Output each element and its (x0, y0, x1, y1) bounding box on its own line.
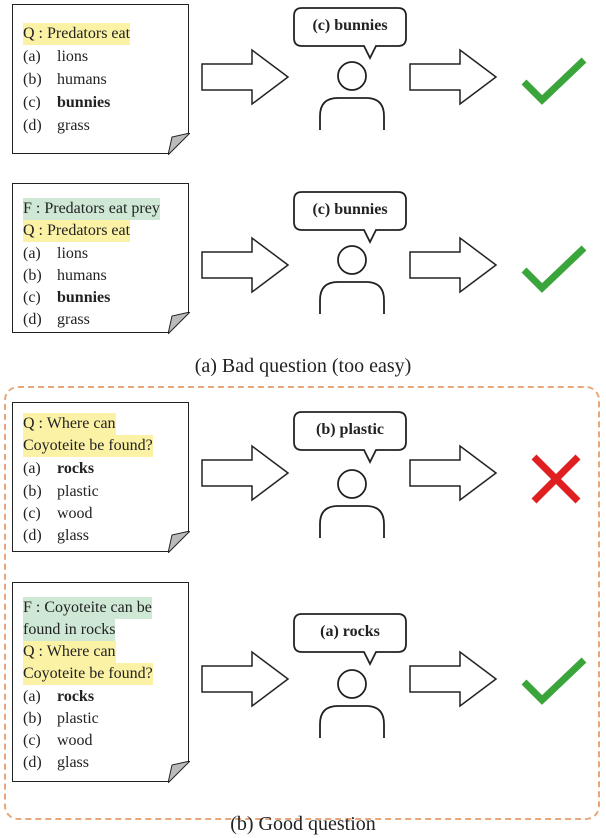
question-card: F : Predators eat prey Q : Predators eat… (12, 183, 190, 334)
speech-bubble: (a) rocks (292, 612, 408, 668)
option-item: (c)wood (23, 732, 93, 749)
check-icon (521, 245, 587, 293)
page-fold-icon (168, 761, 190, 783)
question-line: Q : Predators eat (23, 23, 131, 45)
option-item: (d)glass (23, 754, 89, 771)
arrow-icon (409, 650, 498, 708)
answer-text: (a) rocks (320, 623, 380, 640)
option-item: (d)grass (23, 311, 90, 328)
fact-line: F : Coyoteite can be (23, 597, 152, 619)
arrow-icon (201, 444, 290, 502)
page-fold-icon (168, 312, 190, 334)
caption-bad-question: (a) Bad question (too easy) (194, 355, 412, 377)
arrow-icon (201, 650, 290, 708)
question-card: Q : Where can Coyoteite be found? (a)roc… (12, 402, 190, 553)
speech-bubble: (b) plastic (292, 410, 408, 466)
option-item: (b)plastic (23, 710, 99, 727)
option-item: (b)humans (23, 267, 107, 284)
page-fold-icon (168, 531, 190, 553)
question-line: Coyoteite be found? (23, 435, 153, 457)
answer-text: (b) plastic (316, 421, 384, 438)
good-question-group (4, 386, 600, 820)
option-item: (a)rocks (23, 688, 95, 705)
cross-icon (531, 454, 581, 504)
speech-bubble: (c) bunnies (292, 190, 408, 246)
check-icon (521, 657, 587, 705)
option-item: (a)rocks (23, 460, 95, 477)
question-line: Q : Where can (23, 641, 116, 663)
option-item: (a)lions (23, 245, 89, 262)
arrow-icon (409, 236, 498, 294)
arrow-icon (201, 48, 290, 106)
arrow-icon (409, 444, 498, 502)
option-item: (c)bunnies (23, 94, 111, 111)
person-icon (319, 245, 385, 314)
option-item: (c)bunnies (23, 289, 111, 306)
question-card: Q : Predators eat (a)lions (b)humans (c)… (12, 4, 190, 155)
speech-bubble: (c) bunnies (292, 6, 408, 62)
person-icon (319, 669, 385, 738)
option-item: (c)wood (23, 505, 93, 522)
check-icon (521, 57, 587, 105)
option-item: (a)lions (23, 48, 89, 65)
answer-text: (c) bunnies (312, 17, 388, 34)
question-line: Q : Where can (23, 413, 116, 435)
person-icon (319, 61, 385, 130)
arrow-icon (409, 48, 498, 106)
fact-line: found in rocks (23, 619, 116, 641)
fact-line: F : Predators eat prey (23, 198, 160, 220)
option-item: (b)humans (23, 71, 107, 88)
question-line: Q : Predators eat (23, 220, 131, 242)
person-icon (319, 469, 385, 538)
question-line: Coyoteite be found? (23, 663, 153, 685)
arrow-icon (201, 236, 290, 294)
answer-text: (c) bunnies (312, 201, 388, 218)
option-item: (b)plastic (23, 483, 99, 500)
option-item: (d)grass (23, 117, 90, 134)
page-fold-icon (168, 133, 190, 155)
option-item: (d)glass (23, 527, 89, 544)
question-card: F : Coyoteite can be found in rocks Q : … (12, 582, 190, 783)
caption-good-question: (b) Good question (230, 813, 376, 835)
